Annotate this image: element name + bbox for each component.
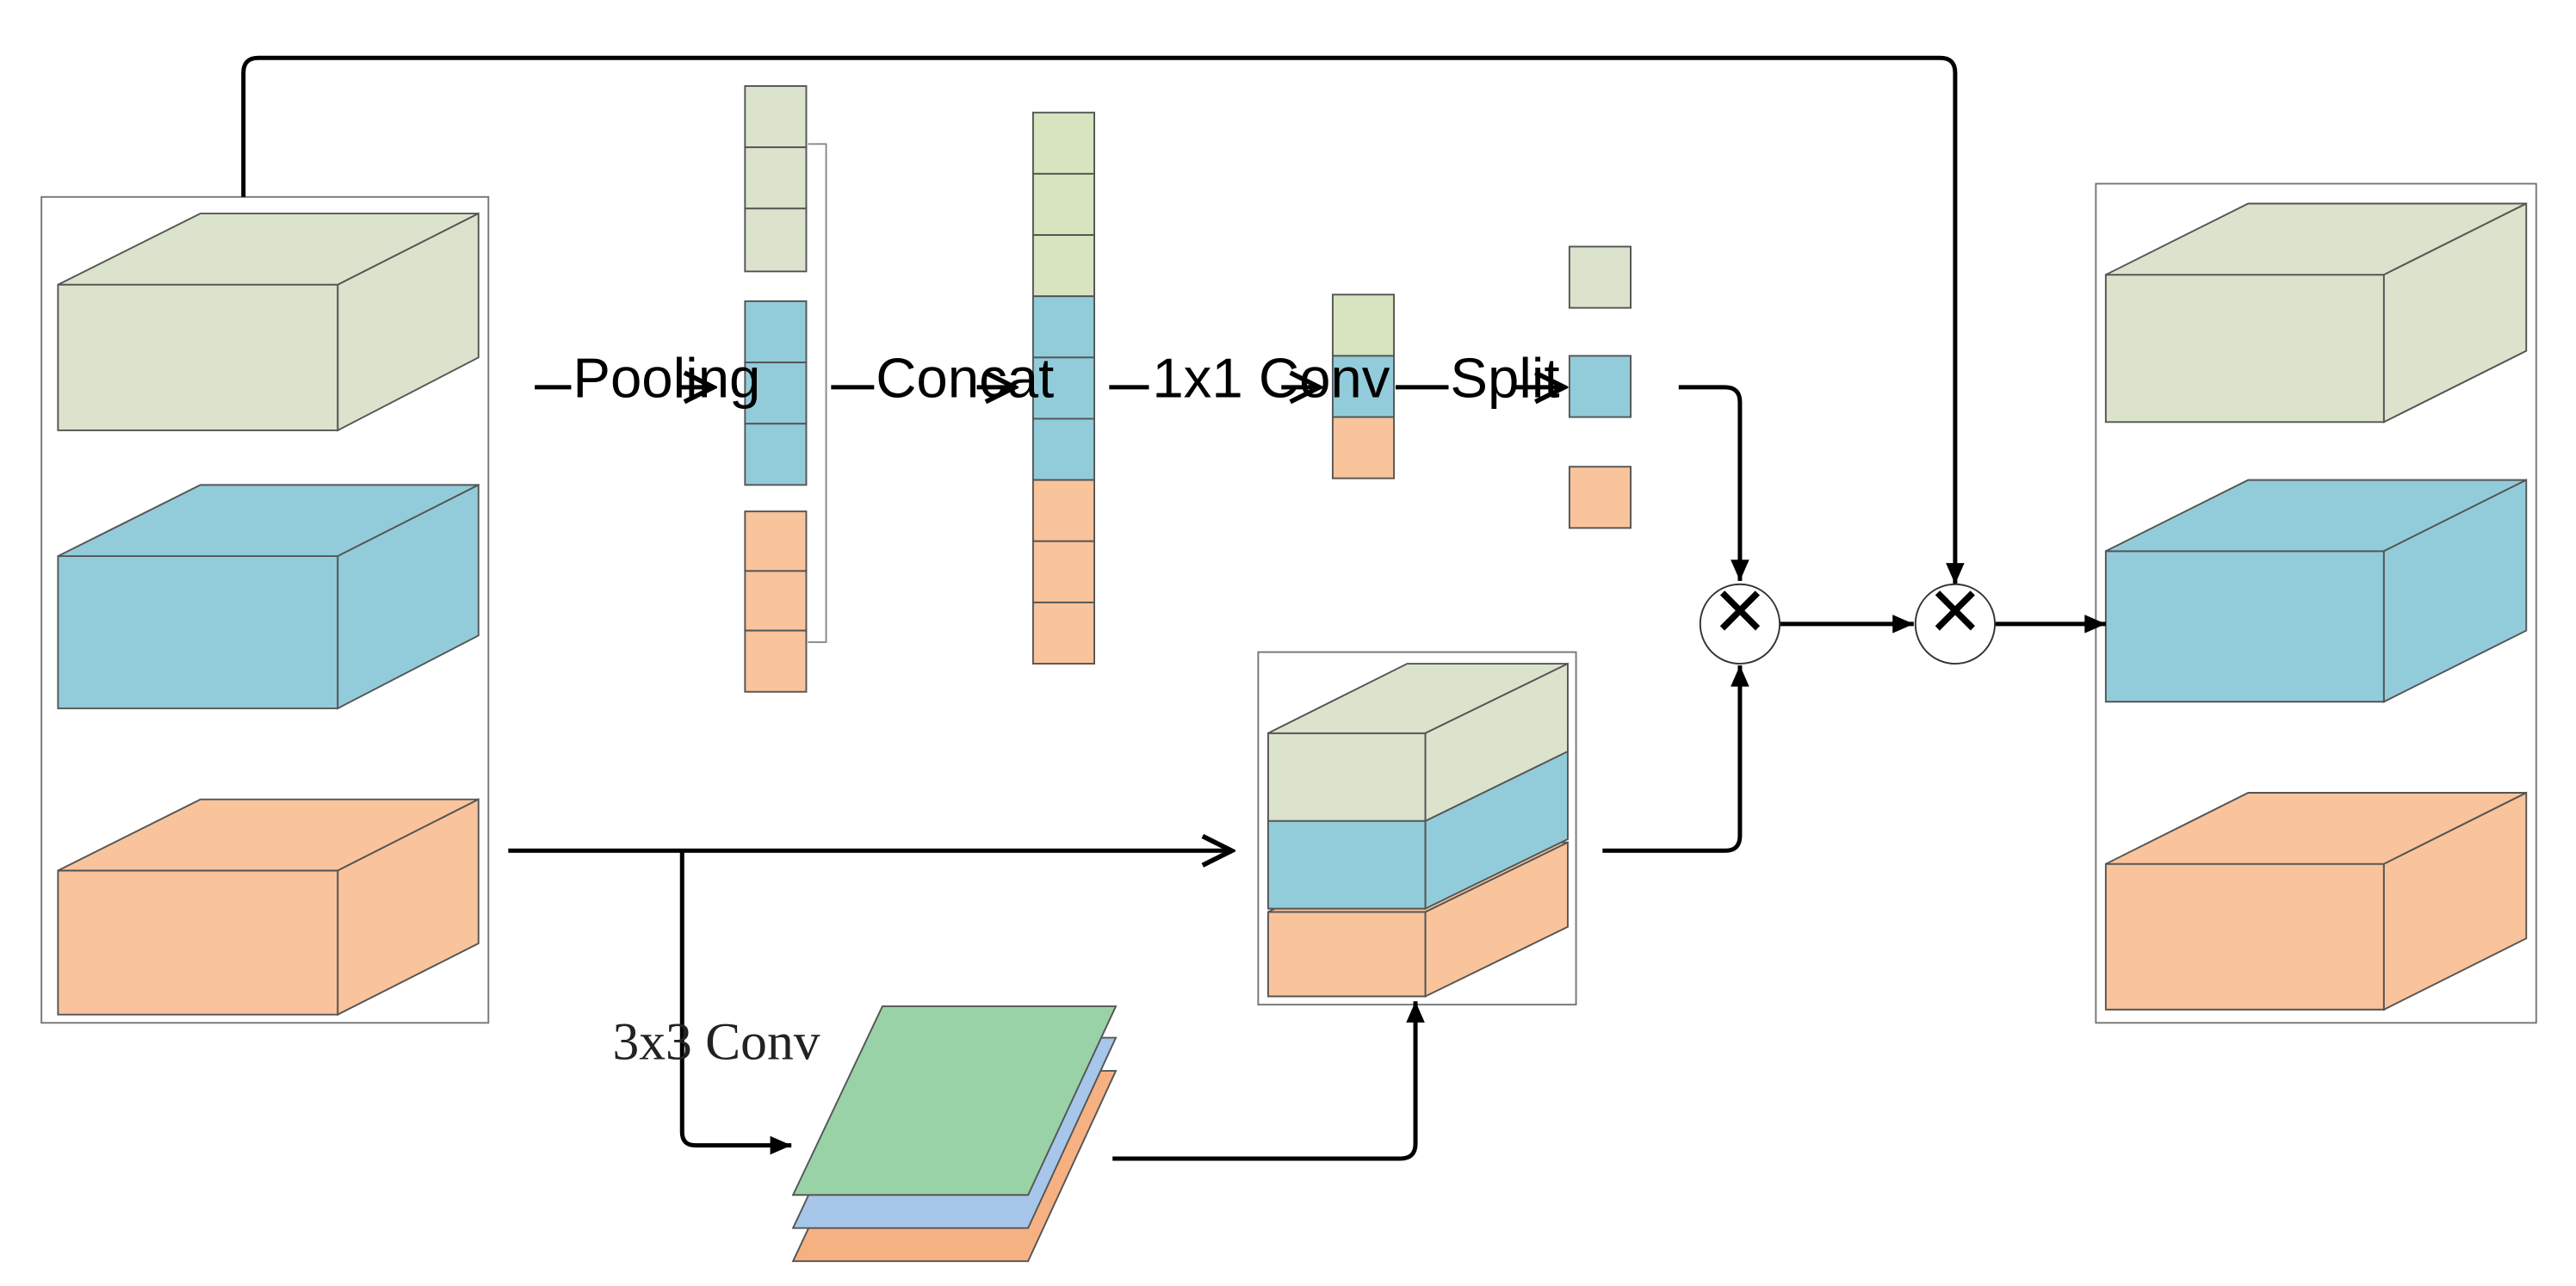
split-weights xyxy=(1568,245,1632,529)
multiply-operator-1: × xyxy=(1699,560,1781,665)
split-weight-blue xyxy=(1568,355,1632,418)
multiply-icon: × xyxy=(1929,560,1982,660)
conv1x1-output-vector xyxy=(1331,294,1396,479)
pooling-step: Pooling xyxy=(535,346,760,409)
pooling-label: Pooling xyxy=(573,346,760,409)
input-cube-orange xyxy=(57,798,480,1017)
input-cube-green xyxy=(57,212,480,432)
sheets-to-fused-arrow xyxy=(1112,1001,1425,1161)
pooled-vector-green xyxy=(744,85,808,273)
concat-step: Concat xyxy=(831,346,1054,409)
input-feature-block xyxy=(40,195,490,1024)
multiply-icon: × xyxy=(1714,560,1767,660)
split-weight-green xyxy=(1568,245,1632,309)
pooled-vector-blue xyxy=(744,300,808,486)
fused-feature-block xyxy=(1257,651,1577,1006)
output-cube-blue xyxy=(2104,479,2528,703)
conv1x1-label: 1x1 Conv xyxy=(1152,346,1390,409)
output-frame xyxy=(2095,182,2537,1024)
conv3x3-branch-arrow xyxy=(679,850,792,1155)
conv3x3-output-sheets xyxy=(791,1005,1118,1263)
input-cube-blue xyxy=(57,483,480,710)
pooled-vector-orange xyxy=(744,510,808,693)
sheet-green xyxy=(791,1005,1118,1196)
concat-label: Concat xyxy=(876,346,1054,409)
output-cube-green xyxy=(2104,201,2528,424)
cube-side xyxy=(337,483,480,710)
conv3x3-label: 3x3 Conv xyxy=(613,1013,820,1072)
cube-side xyxy=(337,798,480,1017)
cube-side xyxy=(337,212,480,432)
cube-front xyxy=(57,283,339,431)
skip-connection-arrow xyxy=(241,55,1965,584)
fused-layer-green xyxy=(1266,662,1569,823)
cube-front xyxy=(57,869,339,1016)
split-weight-to-multiply-arrow xyxy=(1678,385,1749,581)
cube-front xyxy=(57,555,339,709)
pooled-group-bracket xyxy=(808,143,827,643)
fused-to-multiply-arrow xyxy=(1602,665,1749,853)
split-step: Split xyxy=(1395,346,1564,409)
input-frame xyxy=(40,195,490,1024)
multiply-circle xyxy=(1699,583,1781,665)
output-feature-block xyxy=(2095,182,2537,1024)
multiply-operator-2: × xyxy=(1914,560,1996,665)
split-label: Split xyxy=(1450,346,1559,409)
conv1x1-step: 1x1 Conv xyxy=(1109,346,1390,409)
split-weight-orange xyxy=(1568,466,1632,529)
output-cube-orange xyxy=(2104,791,2528,1011)
concatenated-vector xyxy=(1031,111,1095,665)
pooled-vectors xyxy=(744,85,827,693)
multiply-circle xyxy=(1914,583,1996,665)
